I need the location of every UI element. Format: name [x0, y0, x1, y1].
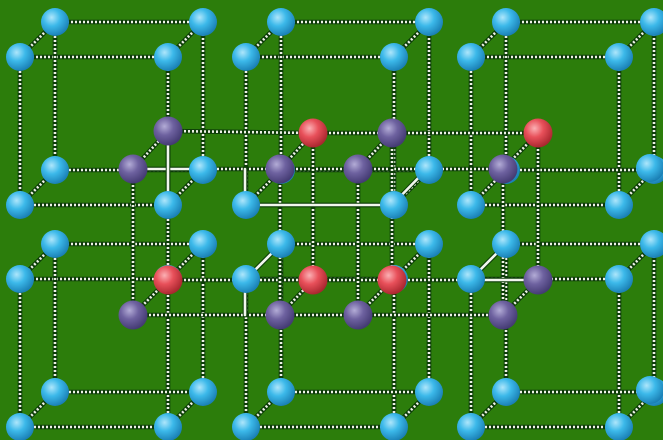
atom-blue	[415, 8, 443, 36]
atom-blue	[640, 230, 663, 258]
atom-blue	[457, 265, 485, 293]
atom-purple	[153, 116, 183, 146]
atoms-layer	[6, 8, 663, 440]
atom-blue	[267, 8, 295, 36]
atom-blue	[380, 43, 408, 71]
atom-blue	[41, 230, 69, 258]
atom-blue	[154, 191, 182, 219]
atom-blue	[232, 413, 260, 440]
atom-blue	[492, 230, 520, 258]
atom-blue	[41, 378, 69, 406]
bonds-layer	[17, 19, 657, 430]
atom-blue	[457, 191, 485, 219]
atom-blue	[267, 378, 295, 406]
atom-blue	[41, 8, 69, 36]
atom-blue	[605, 265, 633, 293]
atom-blue	[415, 230, 443, 258]
atom-purple	[523, 265, 553, 295]
bond	[167, 129, 314, 135]
atom-blue	[457, 43, 485, 71]
atom-blue	[189, 230, 217, 258]
atom-blue	[6, 413, 34, 440]
atom-purple	[488, 300, 518, 330]
atom-purple	[118, 154, 148, 184]
atom-red	[377, 265, 407, 295]
atom-blue	[154, 413, 182, 440]
atom-purple	[377, 118, 407, 148]
atom-blue	[492, 8, 520, 36]
atom-purple	[343, 300, 373, 330]
atom-blue	[605, 413, 633, 440]
atom-blue	[636, 376, 663, 404]
atom-blue	[640, 8, 663, 36]
atom-blue	[380, 191, 408, 219]
atom-red	[298, 118, 328, 148]
atom-red	[153, 265, 183, 295]
atom-blue	[232, 43, 260, 71]
atom-blue	[605, 191, 633, 219]
atom-blue	[605, 43, 633, 71]
atom-blue	[636, 154, 663, 182]
atom-blue	[380, 413, 408, 440]
atom-purple	[265, 300, 295, 330]
atom-purple	[118, 300, 148, 330]
atom-blue	[232, 265, 260, 293]
atom-purple	[343, 154, 373, 184]
atom-blue	[415, 156, 443, 184]
atom-blue	[415, 378, 443, 406]
atom-blue	[41, 156, 69, 184]
atom-blue	[154, 43, 182, 71]
atom-red	[523, 118, 553, 148]
atom-blue	[457, 413, 485, 440]
atom-blue	[189, 156, 217, 184]
atom-blue	[267, 230, 295, 258]
atom-red	[298, 265, 328, 295]
atom-blue	[189, 378, 217, 406]
atom-blue	[6, 191, 34, 219]
atom-purple	[488, 154, 518, 184]
atom-blue	[492, 378, 520, 406]
atom-blue	[232, 191, 260, 219]
atom-purple	[265, 154, 295, 184]
atom-blue	[6, 43, 34, 71]
atom-blue	[6, 265, 34, 293]
atom-blue	[189, 8, 217, 36]
